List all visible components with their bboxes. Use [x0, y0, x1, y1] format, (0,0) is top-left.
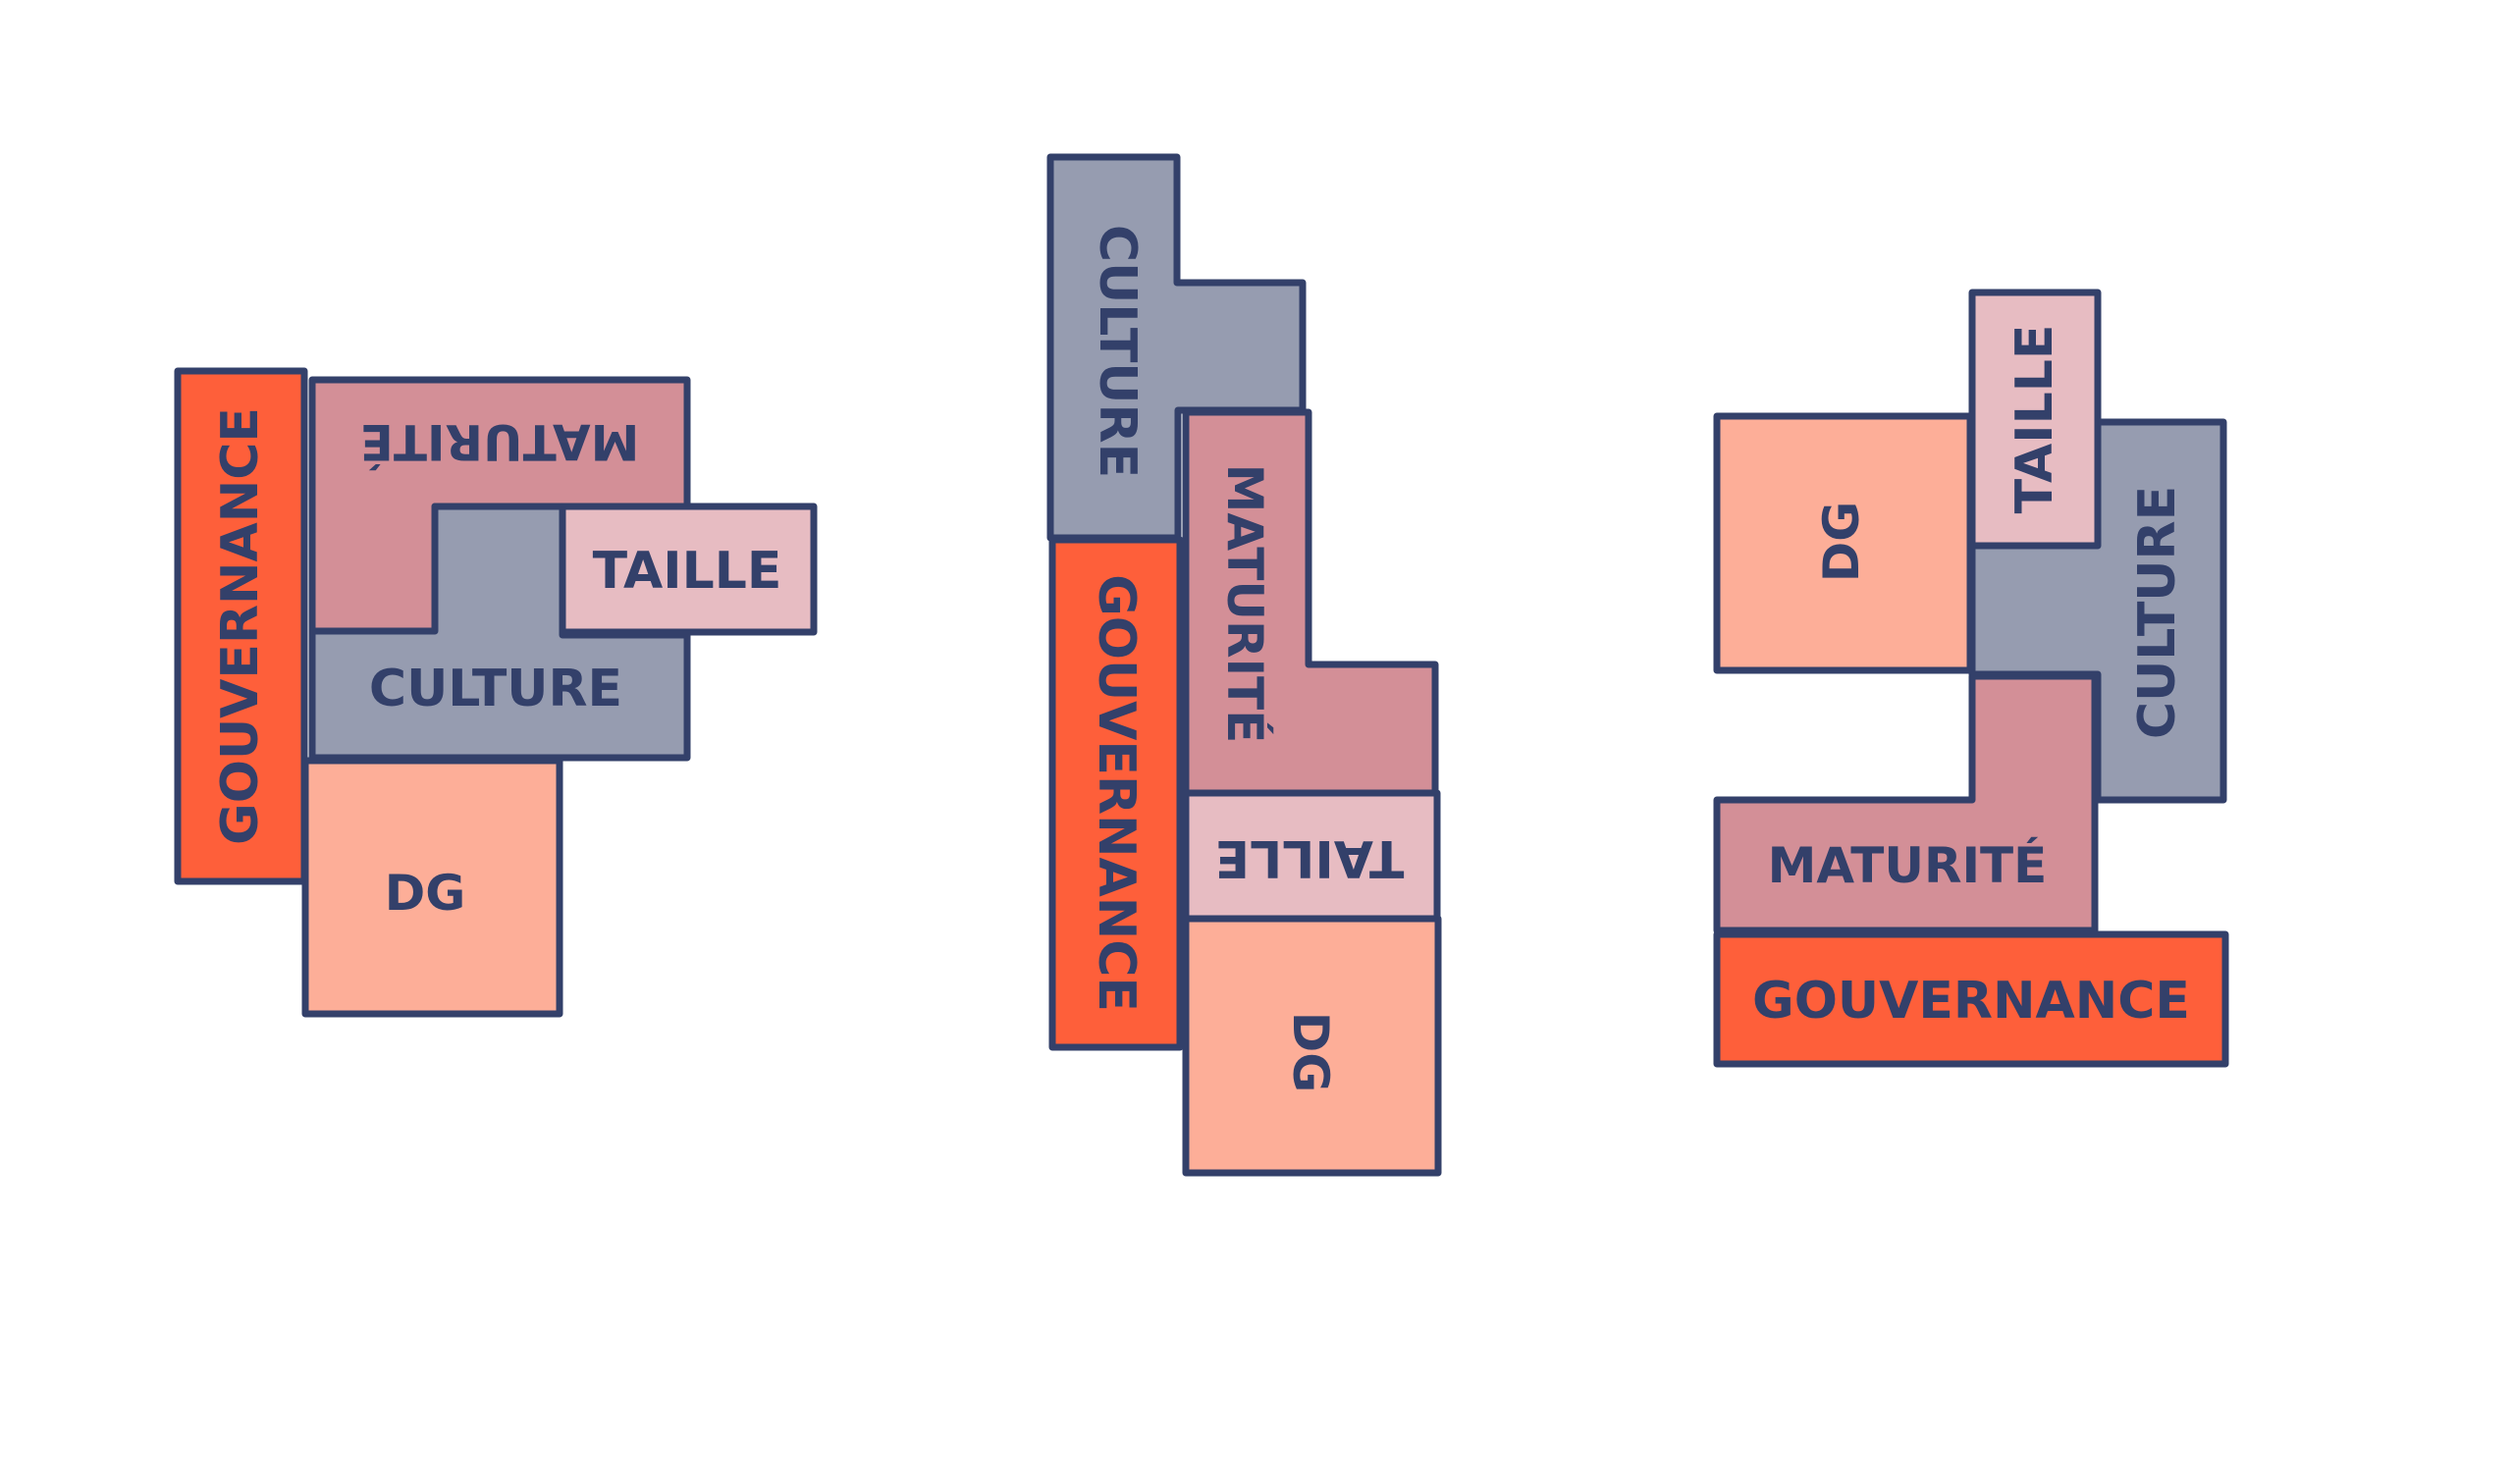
- g2-dg-block: [1182, 915, 1442, 1177]
- g3-gouvernance-label: GOUVERNANCE: [1752, 972, 2190, 1031]
- g1-maturite-label: MATURITÉ: [360, 413, 640, 471]
- group-3: DG TAILLE CULTURE MATURITÉ GOUVERNANCE: [1713, 289, 2229, 1068]
- g1-culture-label: CULTURE: [369, 660, 622, 718]
- g2-culture-label: CULTURE: [1088, 225, 1147, 478]
- g3-taille-label: TAILLE: [2005, 325, 2064, 514]
- g3-maturite-label: MATURITÉ: [1768, 836, 2048, 894]
- g3-gouvernance-block: [1713, 930, 2229, 1068]
- g2-taille-label: TAILLE: [1215, 828, 1405, 887]
- g2-taille-block: [1182, 789, 1441, 923]
- group-2: CULTURE GOUVERNANCE MATURITÉ TAILLE DG: [1046, 153, 1442, 1177]
- g2-maturite-label: MATURITÉ: [1216, 464, 1274, 744]
- g1-taille-block: [559, 503, 818, 636]
- g1-taille-label: TAILLE: [593, 542, 782, 601]
- g1-dg-label: DG: [385, 865, 466, 922]
- group-1: GOUVERNANCE MATURITÉ CULTURE TAILLE DG: [174, 367, 818, 1018]
- g3-culture-label: CULTURE: [2128, 486, 2187, 739]
- g1-gouvernance-label: GOUVERNANCE: [211, 407, 270, 845]
- g3-dg-label: DG: [1813, 502, 1870, 583]
- g3-maturite-block: [1713, 672, 2099, 934]
- g2-gouvernance-block: [1048, 536, 1184, 1051]
- g3-culture-block: [1968, 418, 2227, 804]
- g2-gouvernance-label: GOUVERNANCE: [1087, 574, 1146, 1012]
- g2-dg-label: DG: [1282, 1012, 1339, 1093]
- g1-dg-block: [301, 757, 563, 1018]
- g1-gouvernance-block: [174, 367, 308, 885]
